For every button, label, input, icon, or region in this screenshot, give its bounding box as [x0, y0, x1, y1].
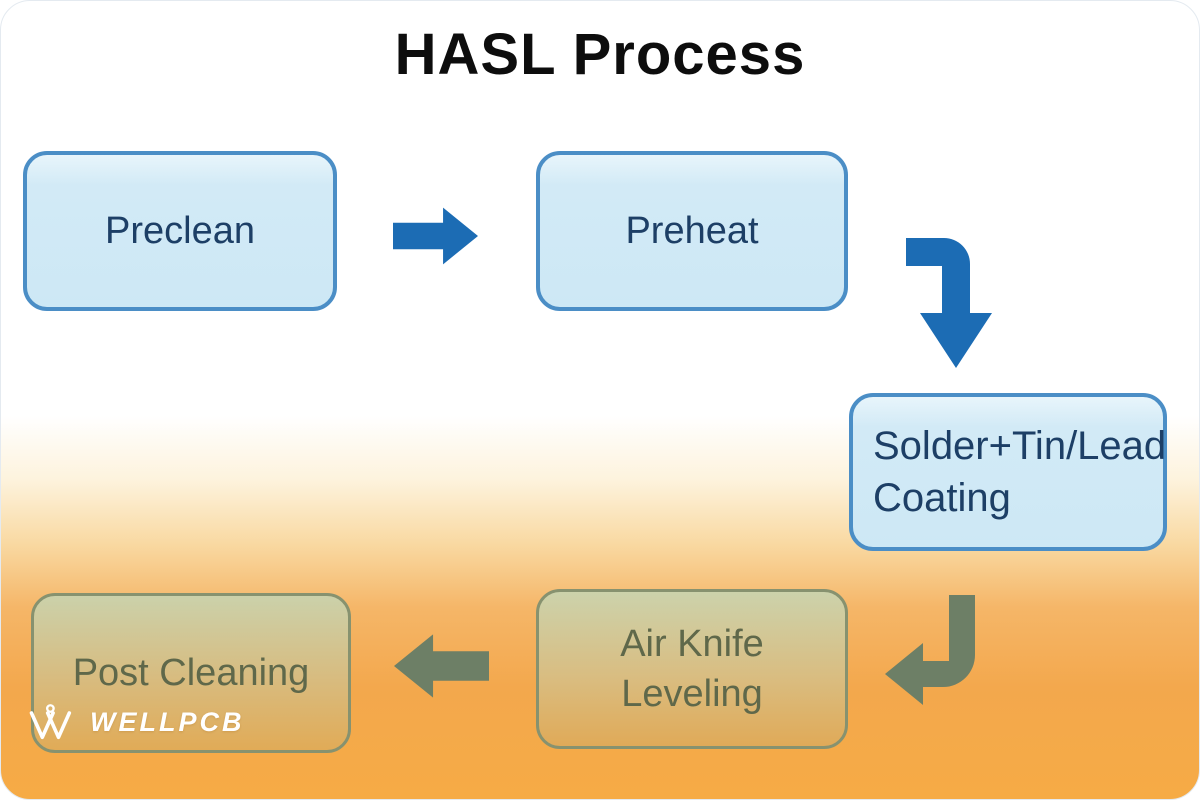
diagram-title: HASL Process	[394, 22, 806, 87]
flow-node-air-knife-line1: Air Knife	[620, 622, 764, 665]
arrow-right-icon	[393, 207, 478, 265]
elbow-down-arrow-shape	[906, 238, 992, 368]
flow-node-solder-coating-line2: Coating	[873, 476, 1011, 520]
elbow-left-arrow-icon	[885, 595, 975, 705]
arrow-right-shape	[393, 207, 478, 265]
wellpcb-watermark: WELLPCB	[27, 701, 244, 743]
flow-node-air-knife-line2: Leveling	[621, 673, 763, 715]
wellpcb-logo-dot	[45, 704, 55, 713]
wellpcb-logo-icon	[29, 704, 72, 740]
flow-node-preheat: Preheat	[536, 151, 848, 311]
flow-node-solder-coating-line1: Solder+Tin/Lead	[873, 424, 1167, 468]
elbow-down-arrow-icon	[906, 238, 992, 368]
wellpcb-logo-text: WELLPCB	[90, 706, 245, 737]
flow-node-preclean: Preclean	[23, 151, 337, 311]
flow-node-air-knife-leveling: Air Knife Leveling	[536, 589, 848, 749]
flow-node-preheat-label: Preheat	[625, 209, 759, 252]
arrow-left-icon	[394, 634, 489, 698]
elbow-left-arrow-shape	[885, 595, 975, 705]
flow-node-post-cleaning: Post Cleaning	[31, 593, 351, 753]
arrow-left-shape	[394, 634, 489, 698]
wellpcb-logo-v2	[45, 711, 72, 740]
flow-node-solder-coating: Solder+Tin/Lead Coating	[849, 393, 1167, 551]
flow-node-post-cleaning-label: Post Cleaning	[72, 651, 310, 694]
flow-node-preclean-label: Preclean	[105, 209, 255, 252]
